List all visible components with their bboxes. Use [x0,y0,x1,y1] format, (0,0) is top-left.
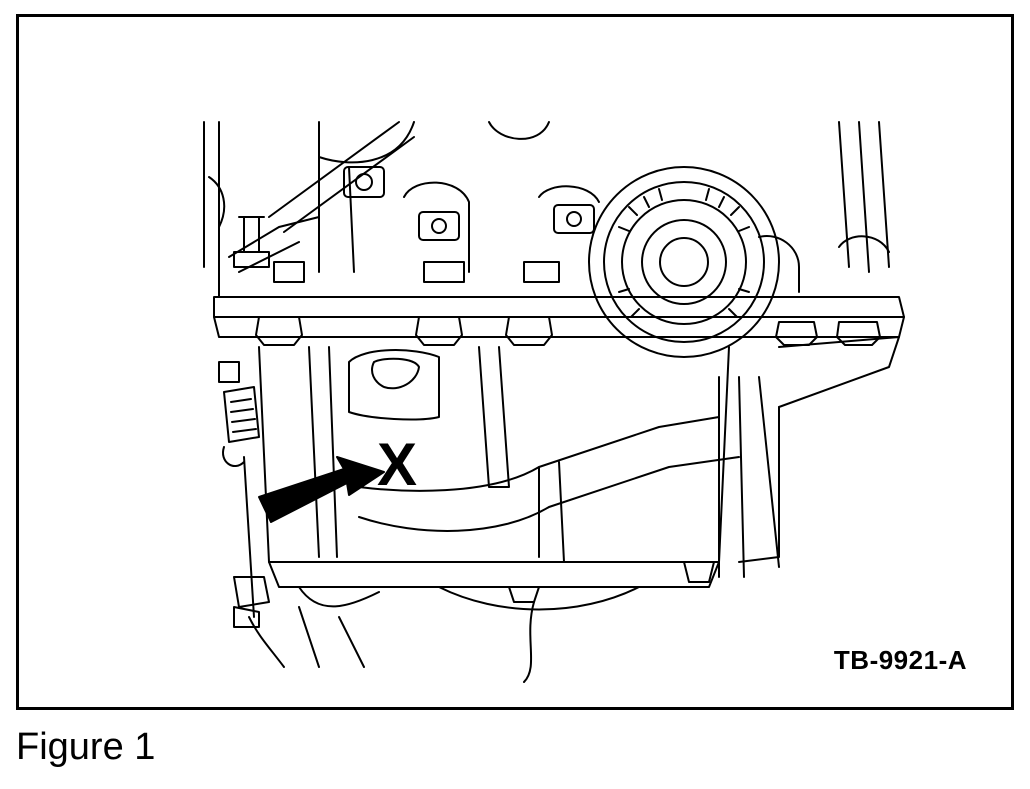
reference-code: TB-9921-A [833,645,967,675]
figure-caption: Figure 1 [16,726,156,768]
pulley [588,166,780,358]
oil-pan [258,336,900,683]
top-bolts [233,166,595,283]
engine-oil-pan-drawing [203,121,905,683]
flange-bolts [255,316,881,346]
side-bracket [218,361,285,668]
engine-block [203,121,890,298]
pan-flange [213,296,905,338]
arrow [258,456,385,523]
figure-frame: X TB-9921-A [16,14,1014,710]
callout-label: X [377,431,418,498]
